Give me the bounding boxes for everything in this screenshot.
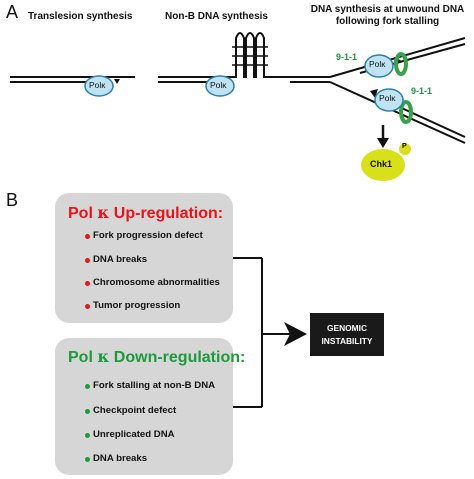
- polk-enzyme: [84, 75, 114, 97]
- non-b-title: Non-B DNA synthesis: [165, 11, 268, 22]
- polk-enzyme: [364, 54, 394, 78]
- bracket-connector: [233, 257, 307, 408]
- up-item: Tumor progression: [93, 300, 181, 311]
- chk1-label: Chk1: [370, 159, 393, 169]
- polk-label: Polκ: [210, 80, 227, 90]
- outcome-line1: GENOMIC: [326, 322, 367, 333]
- polk-label: Polκ: [89, 80, 106, 90]
- outcome-arrowhead: [284, 322, 307, 346]
- phospho-label: P: [402, 143, 407, 150]
- non-b-dna-schematic: [158, 32, 290, 97]
- down-title-suffix: Down-regulation:: [109, 349, 246, 366]
- up-item: Chromosome abnormalities: [93, 277, 220, 288]
- signal-arrowhead: [377, 138, 389, 148]
- up-item: DNA breaks: [93, 254, 148, 265]
- clamp-label: 9-1-1: [336, 52, 358, 62]
- translesion-title: Translesion synthesis: [28, 11, 133, 22]
- up-regulation-title: Pol κ Up-regulation:: [68, 203, 223, 223]
- down-item: Unreplicated DNA: [93, 429, 175, 440]
- bullet-dot: [85, 433, 90, 438]
- clamp-ring: [394, 52, 408, 76]
- up-title-suffix: Up-regulation:: [109, 205, 224, 222]
- polk-label: Polκ: [369, 59, 386, 69]
- down-item: Fork stalling at non-B DNA: [93, 380, 216, 391]
- g-quadruplex-loops: [232, 32, 290, 78]
- down-regulation-box: [55, 338, 233, 475]
- clamp-label: 9-1-1: [411, 86, 433, 96]
- fork-stalling-title-line2: following fork stalling: [335, 16, 440, 27]
- bullet-dot: [85, 384, 90, 389]
- up-regulation-box: [55, 193, 233, 323]
- fork-stalling-title-line1: DNA synthesis at unwound DNA: [310, 4, 465, 15]
- down-title-greek: κ: [97, 347, 110, 366]
- bullet-dot: [85, 234, 90, 239]
- fork-stalling-schematic: [290, 37, 466, 181]
- up-item: Fork progression defect: [93, 230, 203, 241]
- bullet-dot: [85, 304, 90, 309]
- polk-enzyme: [205, 75, 235, 97]
- synthesis-arrowhead: [370, 89, 378, 98]
- polk-label: Polκ: [379, 93, 396, 103]
- down-item: DNA breaks: [93, 453, 148, 464]
- panel-a-letter: A: [6, 2, 19, 22]
- clamp-ring: [399, 100, 413, 124]
- chk1-protein: [361, 149, 405, 181]
- down-item: Checkpoint defect: [93, 405, 177, 416]
- bullet-dot: [85, 457, 90, 462]
- down-title-prefix: Pol: [68, 349, 98, 366]
- lesion-marker: [114, 79, 120, 84]
- up-title-prefix: Pol: [68, 205, 98, 222]
- bullet-dot: [85, 409, 90, 414]
- panel-b-letter: B: [6, 190, 19, 210]
- bullet-dot: [85, 258, 90, 263]
- down-regulation-title: Pol κ Down-regulation:: [68, 347, 245, 367]
- bullet-dot: [85, 281, 90, 286]
- lower-nascent: [394, 104, 466, 138]
- outcome-line2: INSTABILITY: [321, 335, 373, 346]
- phospho-circle: [399, 143, 411, 155]
- translesion-schematic: [10, 75, 135, 97]
- genomic-instability-box: GENOMIC INSTABILITY: [310, 313, 384, 356]
- lower-template: [329, 81, 466, 144]
- polk-enzyme: [374, 88, 404, 112]
- up-title-greek: κ: [97, 203, 110, 222]
- fork-stalling-title: DNA synthesis at unwound DNA following f…: [305, 4, 470, 28]
